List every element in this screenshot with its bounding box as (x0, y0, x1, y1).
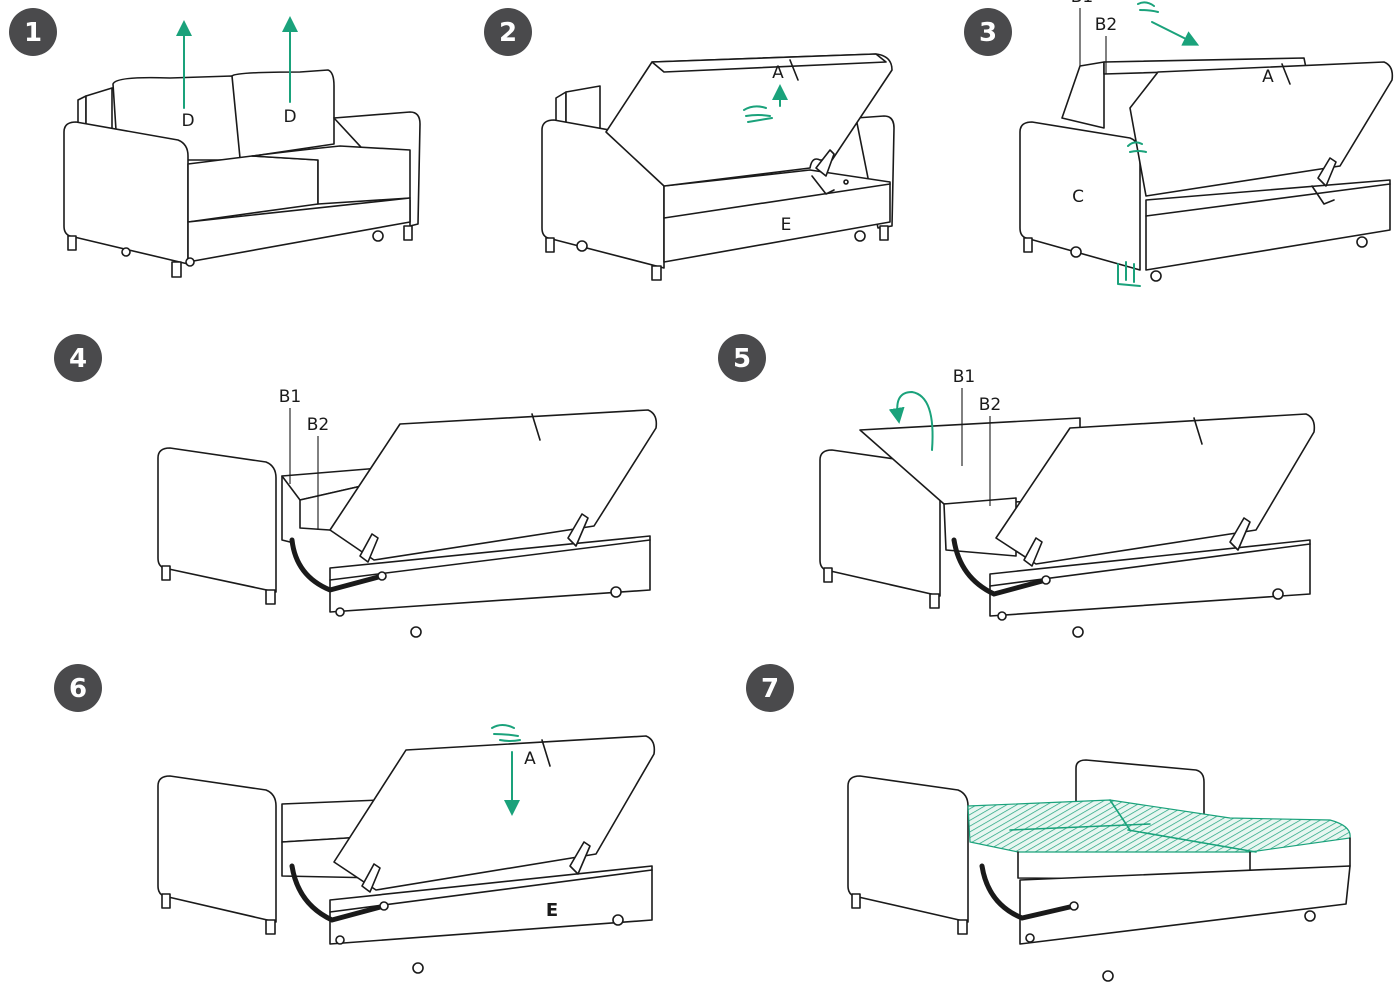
label-A: A (1262, 67, 1274, 87)
label-B1: B1 (953, 367, 975, 387)
step-6-sofa: A E (157, 724, 656, 974)
step-2-sofa: A E (541, 53, 895, 281)
step-7-panel: 7 (746, 664, 1351, 982)
step-4-sofa: B1 B2 (157, 387, 658, 638)
step-3-panel: 3 (964, 0, 1394, 287)
step-4-number: 4 (69, 344, 87, 374)
step-1-badge: 1 (9, 8, 57, 56)
step-6-badge: 6 (54, 664, 102, 712)
step-2-number: 2 (499, 18, 517, 48)
hand-icon (1137, 1, 1159, 13)
step-2-panel: 2 (484, 8, 895, 281)
step-1-number: 1 (24, 18, 42, 48)
label-B1: B1 (1071, 0, 1093, 7)
step-1-panel: 1 D (9, 8, 421, 278)
label-B2: B2 (979, 395, 1001, 415)
step-3-sofa: B1 B2 A C (1019, 0, 1394, 287)
label-A: A (524, 749, 536, 769)
step-5-panel: 5 B1 (718, 334, 1316, 638)
step-5-number: 5 (733, 344, 751, 374)
label-B2: B2 (1095, 15, 1117, 35)
step-4-panel: 4 B1 B2 (54, 334, 658, 638)
label-A: A (772, 63, 784, 83)
rotate-arrow-icon (888, 391, 934, 451)
step-3-badge: 3 (964, 8, 1012, 56)
step-6-number: 6 (69, 674, 87, 704)
label-D-left: D (181, 111, 194, 131)
hand-icon (491, 724, 521, 742)
label-E: E (546, 900, 558, 921)
step-7-badge: 7 (746, 664, 794, 712)
step-6-panel: 6 (54, 664, 656, 974)
step-1-sofa: D D (63, 16, 421, 278)
step-7-number: 7 (761, 674, 779, 704)
label-D-right: D (283, 107, 296, 127)
hand-icon (1117, 261, 1141, 287)
step-5-sofa: B1 B2 (819, 367, 1316, 638)
label-E: E (781, 215, 792, 235)
hand-icon (743, 105, 773, 123)
label-C: C (1072, 187, 1084, 207)
step-5-badge: 5 (718, 334, 766, 382)
label-B2: B2 (307, 415, 329, 435)
label-B1: B1 (279, 387, 301, 407)
step-3-number: 3 (979, 18, 997, 48)
step-4-badge: 4 (54, 334, 102, 382)
hand-icon (1127, 141, 1147, 153)
step-2-badge: 2 (484, 8, 532, 56)
up-arrow-icon (1151, 21, 1200, 46)
step-7-sofa-bed (847, 759, 1351, 982)
